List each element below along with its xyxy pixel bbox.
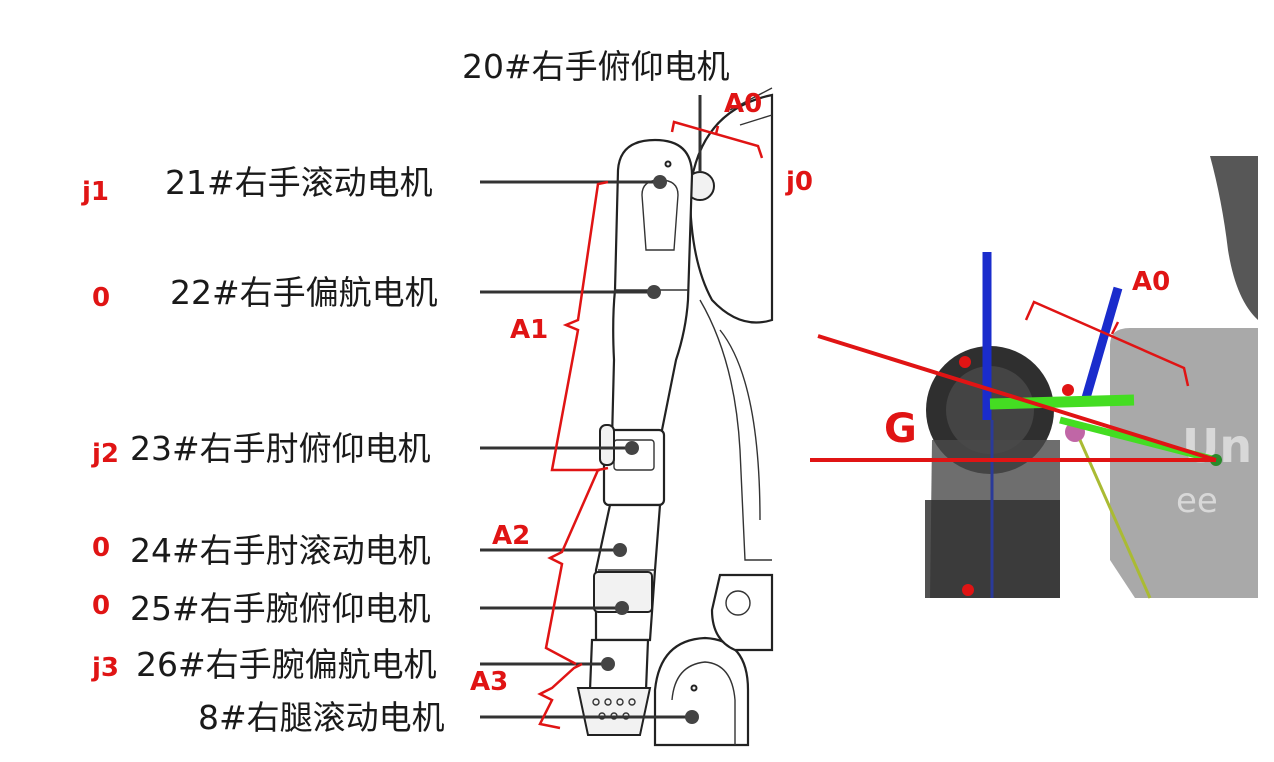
elbow-cap <box>599 424 615 466</box>
link-braces: A0 A1 A2 A3 <box>470 89 764 730</box>
neck-lines <box>729 87 773 126</box>
marker-zero-22: 0 <box>92 283 110 313</box>
brace-a0-left-tick <box>714 125 720 135</box>
g-line-angled <box>817 334 1217 462</box>
label-a1: A1 <box>510 315 548 345</box>
label-a3: A3 <box>470 667 508 697</box>
brace-a3 <box>537 662 583 730</box>
motor-label-25: 25#右手腕俯仰电机 <box>130 589 431 628</box>
dot-23 <box>625 441 639 455</box>
inset-top-part <box>1210 156 1258 320</box>
motor-labels: 20#右手俯仰电机 21#右手滚动电机 22#右手偏航电机 23#右手肘俯仰电机… <box>130 47 730 737</box>
upper-arm-hole <box>664 160 672 168</box>
leg-roll-hole <box>690 684 698 692</box>
marker-j1: j1 <box>81 177 109 207</box>
sim-inset: Un ee A0 <box>900 156 1258 599</box>
label-a2: A2 <box>492 521 530 551</box>
leg-roll-inner <box>671 661 736 745</box>
motor-label-20: 20#右手俯仰电机 <box>462 47 730 86</box>
hip-part <box>710 573 774 652</box>
inset-red-marker-1 <box>959 356 971 368</box>
motor-label-22: 22#右手偏航电机 <box>170 273 438 312</box>
marker-j0: j0 <box>785 167 813 197</box>
dot-26 <box>601 657 615 671</box>
brace-a1 <box>550 180 609 472</box>
motor-label-26: 26#右手腕偏航电机 <box>136 645 437 684</box>
motor-label-24: 24#右手肘滚动电机 <box>130 531 431 570</box>
hand <box>576 687 652 736</box>
motor-label-21: 21#右手滚动电机 <box>165 163 433 202</box>
marker-zero-24: 0 <box>92 533 110 563</box>
joint-markers: j1 0 j2 0 0 j3 j0 <box>81 167 813 683</box>
brace-a0-right <box>1024 300 1190 387</box>
dot-8 <box>685 710 699 724</box>
inset-axis-blue-2 <box>1081 286 1123 400</box>
marker-zero-25: 0 <box>92 591 110 621</box>
brace-a0-right-tick <box>1110 321 1120 335</box>
inset-axis-green-1 <box>989 394 1135 410</box>
torso-edge <box>699 299 772 561</box>
brace-a2 <box>544 466 609 666</box>
label-a0-left: A0 <box>724 89 762 119</box>
inset-red-marker-2 <box>1062 384 1074 396</box>
dot-22 <box>647 285 661 299</box>
label-a0-right: A0 <box>1132 267 1170 297</box>
marker-j2: j2 <box>91 439 119 469</box>
motor-label-8: 8#右腿滚动电机 <box>198 698 445 737</box>
inset-axis-olive <box>1078 439 1152 599</box>
hand-dots <box>592 698 636 720</box>
leader-lines <box>480 95 702 724</box>
hip-bolt <box>725 590 751 616</box>
marker-j3: j3 <box>91 653 119 683</box>
inset-chassis <box>1110 328 1258 598</box>
dot-24 <box>613 543 627 557</box>
motor-label-23: 23#右手肘俯仰电机 <box>130 429 431 468</box>
arm-drawing <box>576 87 774 747</box>
dot-21 <box>653 175 667 189</box>
label-g: G <box>884 406 917 452</box>
inset-logo-bottom: ee <box>1176 481 1218 521</box>
inset-red-marker-3 <box>962 584 974 596</box>
g-angle: G <box>810 334 1217 462</box>
torso-edge-inner <box>719 329 761 521</box>
dot-25 <box>615 601 629 615</box>
